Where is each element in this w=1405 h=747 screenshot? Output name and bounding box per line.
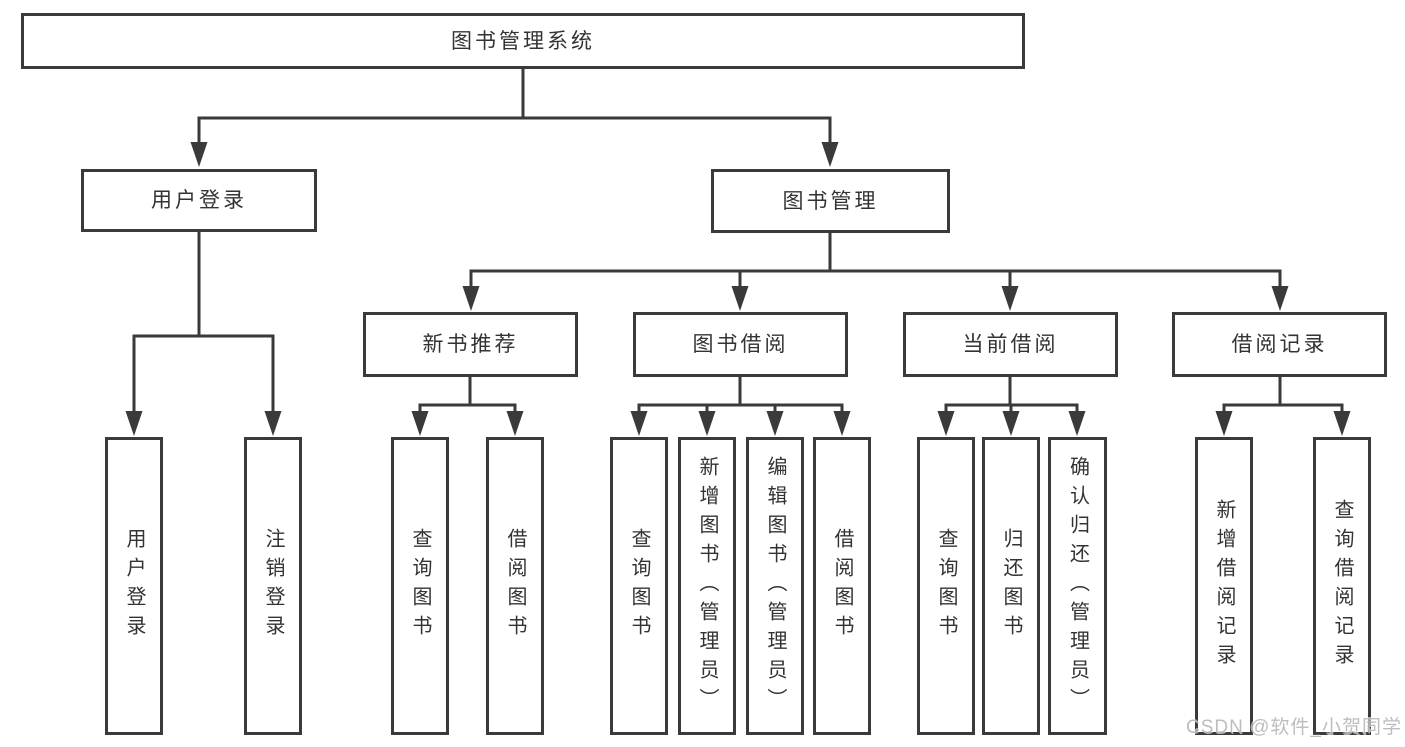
leaf-query-books-current-label: 查询图书	[935, 528, 957, 644]
node-root-label: 图书管理系统	[451, 29, 595, 53]
leaf-logout: 注销登录	[244, 437, 302, 735]
leaf-edit-book-admin: 编辑图书（管理员）	[746, 437, 804, 735]
leaf-query-books-recommend: 查询图书	[391, 437, 449, 735]
node-root: 图书管理系统	[21, 13, 1025, 69]
leaf-logout-label: 注销登录	[262, 528, 284, 644]
node-borrowing-records: 借阅记录	[1172, 312, 1387, 377]
node-user-login-label: 用户登录	[151, 189, 247, 212]
leaf-add-book-admin-label: 新增图书（管理员）	[696, 455, 718, 717]
leaf-add-book-admin: 新增图书（管理员）	[678, 437, 736, 735]
leaf-query-borrow-record-label: 查询借阅记录	[1331, 499, 1353, 673]
node-book-borrowing-label: 图书借阅	[692, 333, 789, 356]
connector-book-management-to-level3	[462, 230, 1289, 311]
connector-root-to-level1	[190, 66, 839, 167]
leaf-query-books-borrowing: 查询图书	[610, 437, 668, 735]
leaf-query-books-recommend-label: 查询图书	[409, 528, 431, 644]
node-book-management: 图书管理	[711, 169, 950, 233]
leaf-add-borrow-record-label: 新增借阅记录	[1213, 499, 1235, 673]
leaf-borrow-books-recommend-label: 借阅图书	[504, 528, 526, 644]
csdn-watermark: CSDN @软件_小贺同学	[1186, 717, 1402, 738]
node-current-borrowing-label: 当前借阅	[962, 333, 1059, 356]
connector-book-borrowing-to-leaves	[630, 373, 851, 436]
connector-current-borrowing-to-leaves	[937, 373, 1086, 436]
leaf-borrow-books-borrowing: 借阅图书	[813, 437, 871, 735]
node-book-borrowing: 图书借阅	[633, 312, 848, 377]
node-new-book-recommendation-label: 新书推荐	[422, 333, 519, 356]
connector-user-login-to-leaves	[125, 230, 282, 436]
leaf-query-books-borrowing-label: 查询图书	[628, 528, 650, 644]
node-book-management-label: 图书管理	[782, 189, 879, 213]
node-user-login: 用户登录	[81, 169, 317, 232]
leaf-return-book: 归还图书	[982, 437, 1040, 735]
leaf-user-login-label: 用户登录	[123, 528, 145, 644]
leaf-borrow-books-recommend: 借阅图书	[486, 437, 544, 735]
node-current-borrowing: 当前借阅	[903, 312, 1118, 377]
leaf-query-borrow-record: 查询借阅记录	[1313, 437, 1371, 735]
leaf-confirm-return-admin-label: 确认归还（管理员）	[1066, 455, 1089, 717]
connector-borrowing-records-to-leaves	[1215, 373, 1351, 436]
leaf-confirm-return-admin: 确认归还（管理员）	[1048, 437, 1107, 735]
node-new-book-recommendation: 新书推荐	[363, 312, 578, 377]
node-borrowing-records-label: 借阅记录	[1231, 333, 1328, 356]
leaf-edit-book-admin-label: 编辑图书（管理员）	[764, 455, 786, 717]
leaf-add-borrow-record: 新增借阅记录	[1195, 437, 1253, 735]
leaf-borrow-books-borrowing-label: 借阅图书	[831, 528, 853, 644]
leaf-return-book-label: 归还图书	[1000, 528, 1022, 644]
connector-new-book-recommendation-to-leaves	[411, 373, 524, 436]
leaf-user-login: 用户登录	[105, 437, 163, 735]
leaf-query-books-current: 查询图书	[917, 437, 975, 735]
